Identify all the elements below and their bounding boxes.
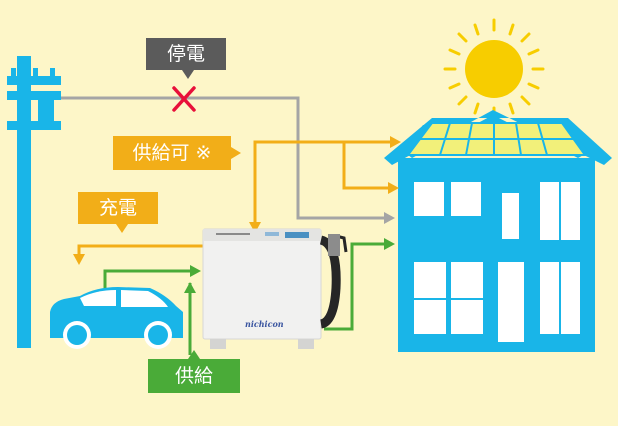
supply-available-label: 供給可 ※: [113, 136, 241, 170]
supply-label-text: 供給: [174, 364, 213, 387]
supply-arrow-head-4: [190, 265, 201, 277]
sun-icon: [443, 18, 545, 120]
grid-arrow-head: [384, 212, 395, 224]
supply-available-label-text: 供給可 ※: [132, 141, 212, 164]
car-icon: [50, 287, 183, 349]
utility-pole-icon: [7, 56, 61, 348]
supply-arrow-head-1: [388, 182, 399, 194]
supply-arrow-head-6: [384, 238, 395, 250]
charging-arrow-head: [73, 254, 85, 265]
charging-label: 充電: [78, 192, 158, 233]
solar-panel-icon: [406, 122, 587, 156]
supply-arrow-head-2: [390, 136, 401, 148]
outage-label-text: 停電: [166, 42, 205, 65]
house-icon: [384, 110, 612, 352]
device-brand-label: nichicon: [245, 319, 284, 329]
outage-x-icon: [172, 86, 196, 112]
outage-label: 停電: [146, 38, 226, 79]
supply-lines: [103, 242, 384, 355]
supply-arrow-head-5: [184, 282, 196, 293]
supply-label: 供給: [148, 350, 240, 393]
supply-available-lines: [253, 140, 390, 235]
v2h-unit-icon: [202, 228, 348, 349]
grid-power-line: [61, 96, 384, 220]
charging-line: [77, 244, 203, 256]
charging-label-text: 充電: [98, 196, 137, 219]
supply-arrow-head-3: [249, 222, 261, 233]
